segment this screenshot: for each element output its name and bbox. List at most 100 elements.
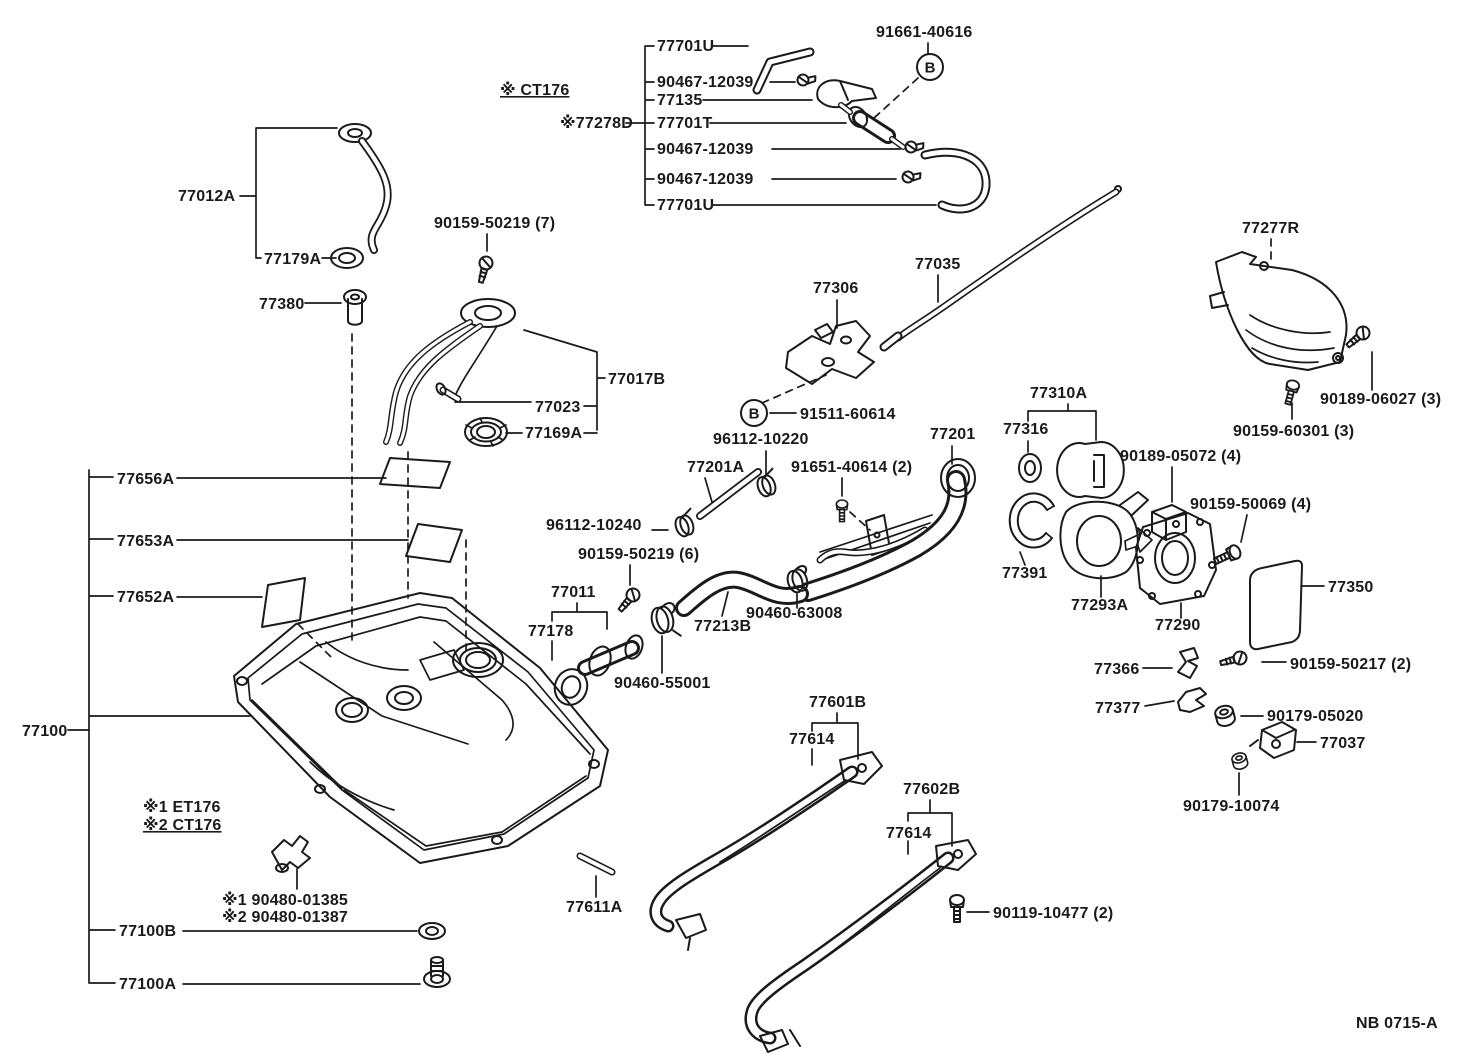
part-label: 90179-05020 <box>1267 708 1364 725</box>
part-label: 77035 <box>915 256 961 273</box>
part-label: 90189-06027 (3) <box>1320 391 1441 408</box>
tank-band-straps-drawing <box>576 751 977 1053</box>
small-clips-and-sensors-drawing <box>1177 647 1297 772</box>
part-label: ※1 ET176 <box>143 798 221 816</box>
part-label: 77012A <box>178 188 235 205</box>
part-label: 90179-10074 <box>1183 798 1280 815</box>
fuel-tank-drawing <box>233 457 609 864</box>
hose-clamp-glyph <box>786 565 809 594</box>
part-label: 77701U <box>657 38 714 55</box>
part-label: 77201A <box>687 459 744 476</box>
filler-pipe-drawing <box>553 458 976 706</box>
bolt-glyph <box>1280 378 1302 407</box>
part-label: 77391 <box>1002 565 1048 582</box>
drawing-number: NB 0715-A <box>1356 1015 1438 1032</box>
part-label: 90119-10477 (2) <box>993 905 1113 922</box>
part-label: 90159-50219 (6) <box>578 546 699 563</box>
connector-symbols: BB <box>740 53 944 427</box>
connector-circle <box>916 53 944 81</box>
part-label: 77100B <box>119 923 176 940</box>
part-label: 91511-60614 <box>800 406 896 423</box>
nut-glyph <box>1230 750 1250 772</box>
tank-hardware-drawing <box>271 835 451 988</box>
assembly-dashed-lines <box>297 77 1272 661</box>
part-label: 90159-50069 (4) <box>1190 496 1311 513</box>
part-label: 90189-05072 (4) <box>1120 448 1241 465</box>
part-label: 96112-10240 <box>546 517 642 534</box>
part-label: 77213B <box>694 618 751 635</box>
part-label: 77023 <box>535 399 581 416</box>
part-label: 77701U <box>657 197 714 214</box>
part-label: 77179A <box>264 251 321 268</box>
part-label: 77100A <box>119 976 176 993</box>
bolt-glyph <box>1211 542 1244 569</box>
part-label: 90159-60301 (3) <box>1233 423 1354 440</box>
part-label: 77614 <box>886 825 932 842</box>
screw-glyph <box>1217 649 1249 671</box>
leader-lines <box>67 42 1373 985</box>
part-label: 77306 <box>813 280 859 297</box>
part-label: 90467-12039 <box>657 171 754 188</box>
part-label: 90460-63008 <box>746 605 843 622</box>
part-label: 77614 <box>789 731 835 748</box>
part-label: 77310A <box>1030 385 1087 402</box>
part-label: 77277R <box>1242 220 1299 237</box>
part-label: 77652A <box>117 589 174 606</box>
part-label: ※2 CT176 <box>143 816 222 834</box>
screw-glyph <box>614 584 644 616</box>
fuel-pump-assembly-drawing <box>383 298 516 447</box>
part-label: 77377 <box>1095 700 1141 717</box>
part-label: 90460-55001 <box>614 675 711 692</box>
breather-tube-drawing <box>670 467 933 564</box>
part-label: 77701T <box>657 115 712 132</box>
filler-neck-parts-drawing <box>1008 441 1303 651</box>
part-label: 77290 <box>1155 617 1201 634</box>
hose-clamp-glyph <box>900 167 923 187</box>
part-label: 77017B <box>608 371 665 388</box>
part-label: 77201 <box>930 426 976 443</box>
cable-bracket-drawing <box>785 320 875 385</box>
fuel-tank-cable-drawing <box>879 185 1122 352</box>
connector-letter: B <box>925 60 936 77</box>
hose-clamp-glyph <box>650 602 682 637</box>
part-label: ※77278D <box>560 114 633 132</box>
part-label: 90159-50219 (7) <box>434 215 555 232</box>
bolt-glyph <box>949 894 965 923</box>
part-label: 77601B <box>809 694 866 711</box>
part-label: 90467-12039 <box>657 141 754 158</box>
bolt-glyph <box>835 499 849 523</box>
part-label: 77602B <box>903 781 960 798</box>
filler-pipe-protector-drawing <box>1209 251 1374 407</box>
part-label: 77169A <box>525 425 582 442</box>
screw-glyph <box>1342 322 1374 352</box>
nut-glyph <box>1212 702 1238 729</box>
hose-clamp-glyph <box>795 70 818 90</box>
part-label: 77178 <box>528 623 574 640</box>
part-label: 77037 <box>1320 735 1366 752</box>
part-label: 77293A <box>1071 597 1128 614</box>
part-label: 77350 <box>1328 579 1374 596</box>
part-label: 77135 <box>657 92 703 109</box>
part-label: 90159-50217 (2) <box>1290 656 1411 673</box>
part-labels-layer: 91661-40616 77701U 90467-12039 ※ CT176 77135… <box>22 24 1441 993</box>
part-label: 77316 <box>1003 421 1049 438</box>
part-label: 96112-10220 <box>713 431 809 448</box>
part-label: 91661-40616 <box>876 24 973 41</box>
fuel-filter-lines-drawing <box>752 47 991 214</box>
part-label: 77611A <box>566 899 623 916</box>
fuel-sender-gauge-drawing <box>330 123 495 326</box>
part-label: ※ CT176 <box>500 81 569 99</box>
connector-letter: B <box>749 406 760 423</box>
part-label: ※1 90480-01385 <box>222 891 348 909</box>
part-label: 77100 <box>22 723 68 740</box>
part-label: 77366 <box>1094 661 1140 678</box>
part-label: 77653A <box>117 533 174 550</box>
screw-glyph <box>473 254 495 286</box>
part-label: 77656A <box>117 471 174 488</box>
tube-clamp-glyph <box>670 507 700 540</box>
part-label: 77380 <box>259 296 305 313</box>
part-label: 77011 <box>551 584 596 601</box>
connector-circle <box>740 399 768 427</box>
